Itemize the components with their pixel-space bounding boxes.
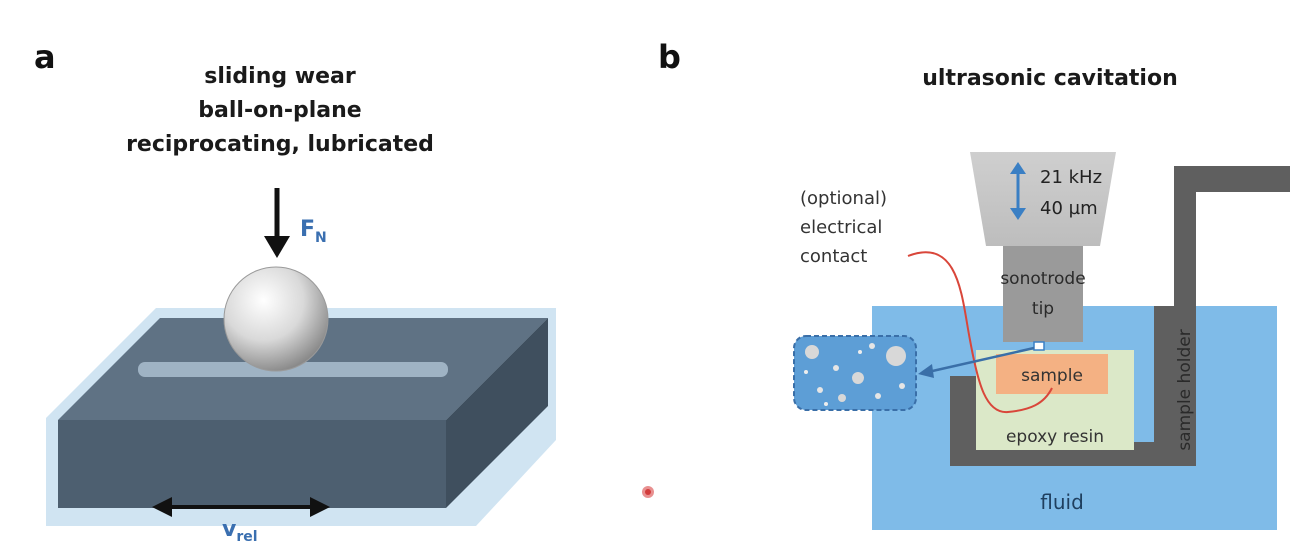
panel-b-title: ultrasonic cavitation [922,66,1178,91]
force-arrow [264,188,290,258]
plate-front-face [58,420,446,508]
electrical-wire [907,251,1053,414]
panel-b-letter: b [658,38,681,76]
velocity-arrow [152,497,330,517]
force-label: FN [300,217,327,246]
fluid-label: fluid [1040,490,1084,514]
ultrasonic-horn [970,152,1116,246]
sonotrode-tip [1003,246,1083,342]
epoxy-label: epoxy resin [1006,427,1104,447]
panel-a-title: sliding wear ball-on-plane reciprocating… [100,60,460,162]
panel-b-diagram: 21 kHz 40 µm (optional) electrical conta… [793,152,1290,530]
sonotrode-label-line-2: tip [1032,299,1054,319]
zoom-pointer-arrow [918,341,1045,378]
sample-label: sample [1021,366,1083,386]
panel-a-title-line-3: reciprocating, lubricated [126,132,434,157]
ball [223,266,329,372]
panel-a-title-line-2: ball-on-plane [198,98,362,123]
panel-a-diagram: FN vrel [46,188,556,545]
velocity-label: vrel [222,517,258,545]
vibration-arrow-icon [1010,162,1026,220]
sonotrode-label-line-1: sonotrode [1000,269,1085,289]
cavitation-zoom-inset [793,335,917,411]
contact-label-line-1: (optional) [800,188,887,209]
amplitude-label: 40 µm [1040,198,1098,219]
wear-track [138,362,448,377]
sample-block [996,354,1108,394]
panel-a-title-line-1: sliding wear [204,64,356,89]
plate-side-face [446,318,548,508]
panel-a-letter: a [34,38,56,76]
contact-label-line-3: contact [800,246,867,267]
frequency-label: 21 kHz [1040,167,1102,188]
contact-label-line-2: electrical [800,217,882,238]
sample-holder-label: sample holder [1175,329,1195,450]
